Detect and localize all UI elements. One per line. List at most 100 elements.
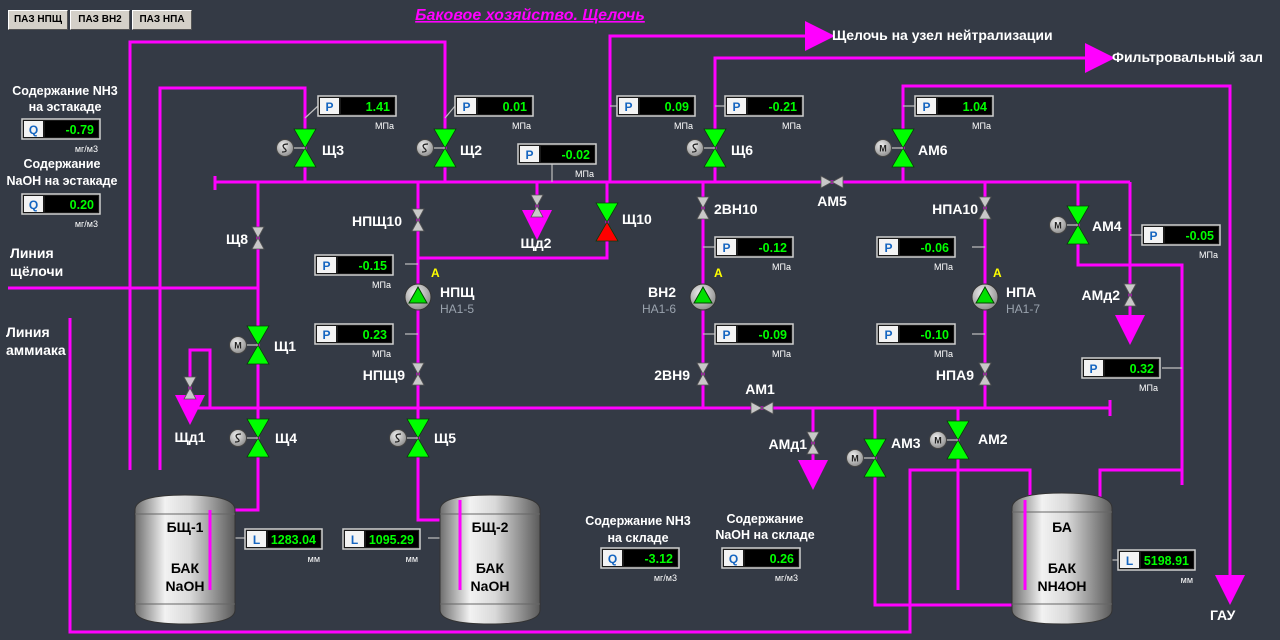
gauge-tag: L [253, 533, 260, 547]
gauge-value: 0.23 [363, 328, 387, 342]
valve-shd1[interactable]: Щд1 [175, 376, 206, 445]
gauge-unit: МПа [1199, 250, 1218, 260]
gauge-value: -0.21 [769, 100, 798, 114]
nh3-ramp-label-2: на эстакаде [29, 100, 102, 114]
valve-sh2[interactable]: Щ2 [416, 128, 483, 168]
gauge-unit: мг/м3 [654, 573, 677, 583]
gauge-tag: P [722, 241, 730, 255]
tank-ba[interactable]: БА БАК NH4OH [1011, 492, 1113, 625]
pump-id: НА1-6 [642, 302, 676, 316]
gauge-value: -0.10 [921, 328, 950, 342]
tank-bsh2[interactable]: БЩ-2 БАК NaOH [439, 494, 541, 625]
motor-actuator-icon[interactable]: M [929, 431, 959, 449]
valve-vn10[interactable]: 2ВН10 [696, 196, 758, 220]
valve-am1[interactable]: АМ1 [745, 381, 775, 415]
solenoid-actuator-icon[interactable] [229, 429, 259, 447]
gauge-tag: P [732, 100, 740, 114]
nh3-store-label-2: на складе [607, 531, 668, 545]
valve-label: АМд2 [1082, 287, 1121, 303]
nh3-ramp-label-1: Содержание NH3 [12, 84, 118, 98]
valve-amd1[interactable]: АМд1 [769, 431, 820, 455]
solenoid-actuator-icon[interactable] [389, 429, 419, 447]
motor-actuator-icon[interactable]: M [1049, 216, 1079, 234]
valve-npa9[interactable]: НПА9 [936, 362, 992, 386]
valve-label: НПА10 [932, 201, 978, 217]
valve-label: Щд2 [521, 235, 552, 251]
gauge-unit: МПа [772, 262, 791, 272]
valve-sh10[interactable]: Щ10 [595, 202, 652, 242]
pump-name: ВН2 [648, 284, 676, 300]
valve-npa10[interactable]: НПА10 [932, 196, 992, 220]
valve-label: Щ6 [731, 142, 753, 158]
gauge-tag: P [884, 328, 892, 342]
tab-paz-vn2[interactable]: ПАЗ ВН2 [70, 10, 130, 30]
valve-sh6[interactable]: Щ6 [686, 128, 754, 168]
valve-vn9[interactable]: 2ВН9 [654, 362, 710, 386]
tab-paz-npsh[interactable]: ПАЗ НПЩ [8, 10, 68, 30]
pump-npa[interactable]: А НПА НА1-7 [971, 266, 1040, 316]
tank-line2: NaOH [471, 578, 510, 594]
motor-actuator-icon[interactable]: M [229, 336, 259, 354]
valve-npsh9[interactable]: НПЩ9 [363, 362, 425, 386]
valve-npsh10[interactable]: НПЩ10 [352, 208, 425, 232]
valve-sh8[interactable]: Щ8 [226, 226, 265, 250]
valve-label: АМ1 [745, 381, 775, 397]
solenoid-actuator-icon[interactable] [276, 139, 306, 157]
gauge-tag: Q [729, 552, 738, 566]
valve-shd2[interactable]: Щд2 [521, 194, 552, 251]
valve-amd2[interactable]: АМд2 [1082, 283, 1137, 307]
gauge-value: -0.09 [759, 328, 788, 342]
naoh-store-label-1: Содержание [726, 512, 803, 526]
pump-vn2[interactable]: А ВН2 НА1-6 [642, 266, 723, 316]
gauge-unit: МПа [934, 262, 953, 272]
valve-sh5[interactable]: Щ5 [389, 418, 457, 458]
motor-actuator-icon[interactable]: M [846, 449, 876, 467]
valve-label: 2ВН10 [714, 201, 758, 217]
solenoid-actuator-icon[interactable] [416, 139, 446, 157]
page-title: Баковое хозяйство. Щелочь [415, 7, 645, 24]
tank-name: БЩ-2 [472, 519, 509, 535]
valve-sh3[interactable]: Щ3 [276, 128, 345, 168]
gauge-unit: МПа [512, 121, 531, 131]
gauge-unit: МПа [372, 349, 391, 359]
pump-npsh[interactable]: А НПЩ НА1-5 [404, 266, 475, 316]
gauge-unit: мм [308, 554, 320, 564]
valve-am5[interactable]: АМ5 [817, 175, 847, 209]
motor-actuator-icon[interactable]: M [874, 139, 904, 157]
gauge-unit: МПа [674, 121, 693, 131]
tank-bsh1[interactable]: БЩ-1 БАК NaOH [134, 494, 236, 625]
gauge-tag: P [624, 100, 632, 114]
gauge-value: 1.04 [963, 100, 987, 114]
valve-sh4[interactable]: Щ4 [229, 418, 298, 458]
gauge-tag: P [1149, 229, 1157, 243]
solenoid-actuator-icon[interactable] [686, 139, 716, 157]
gauge-tag: Q [29, 123, 38, 137]
tab-paz-npa[interactable]: ПАЗ НПА [132, 10, 192, 30]
